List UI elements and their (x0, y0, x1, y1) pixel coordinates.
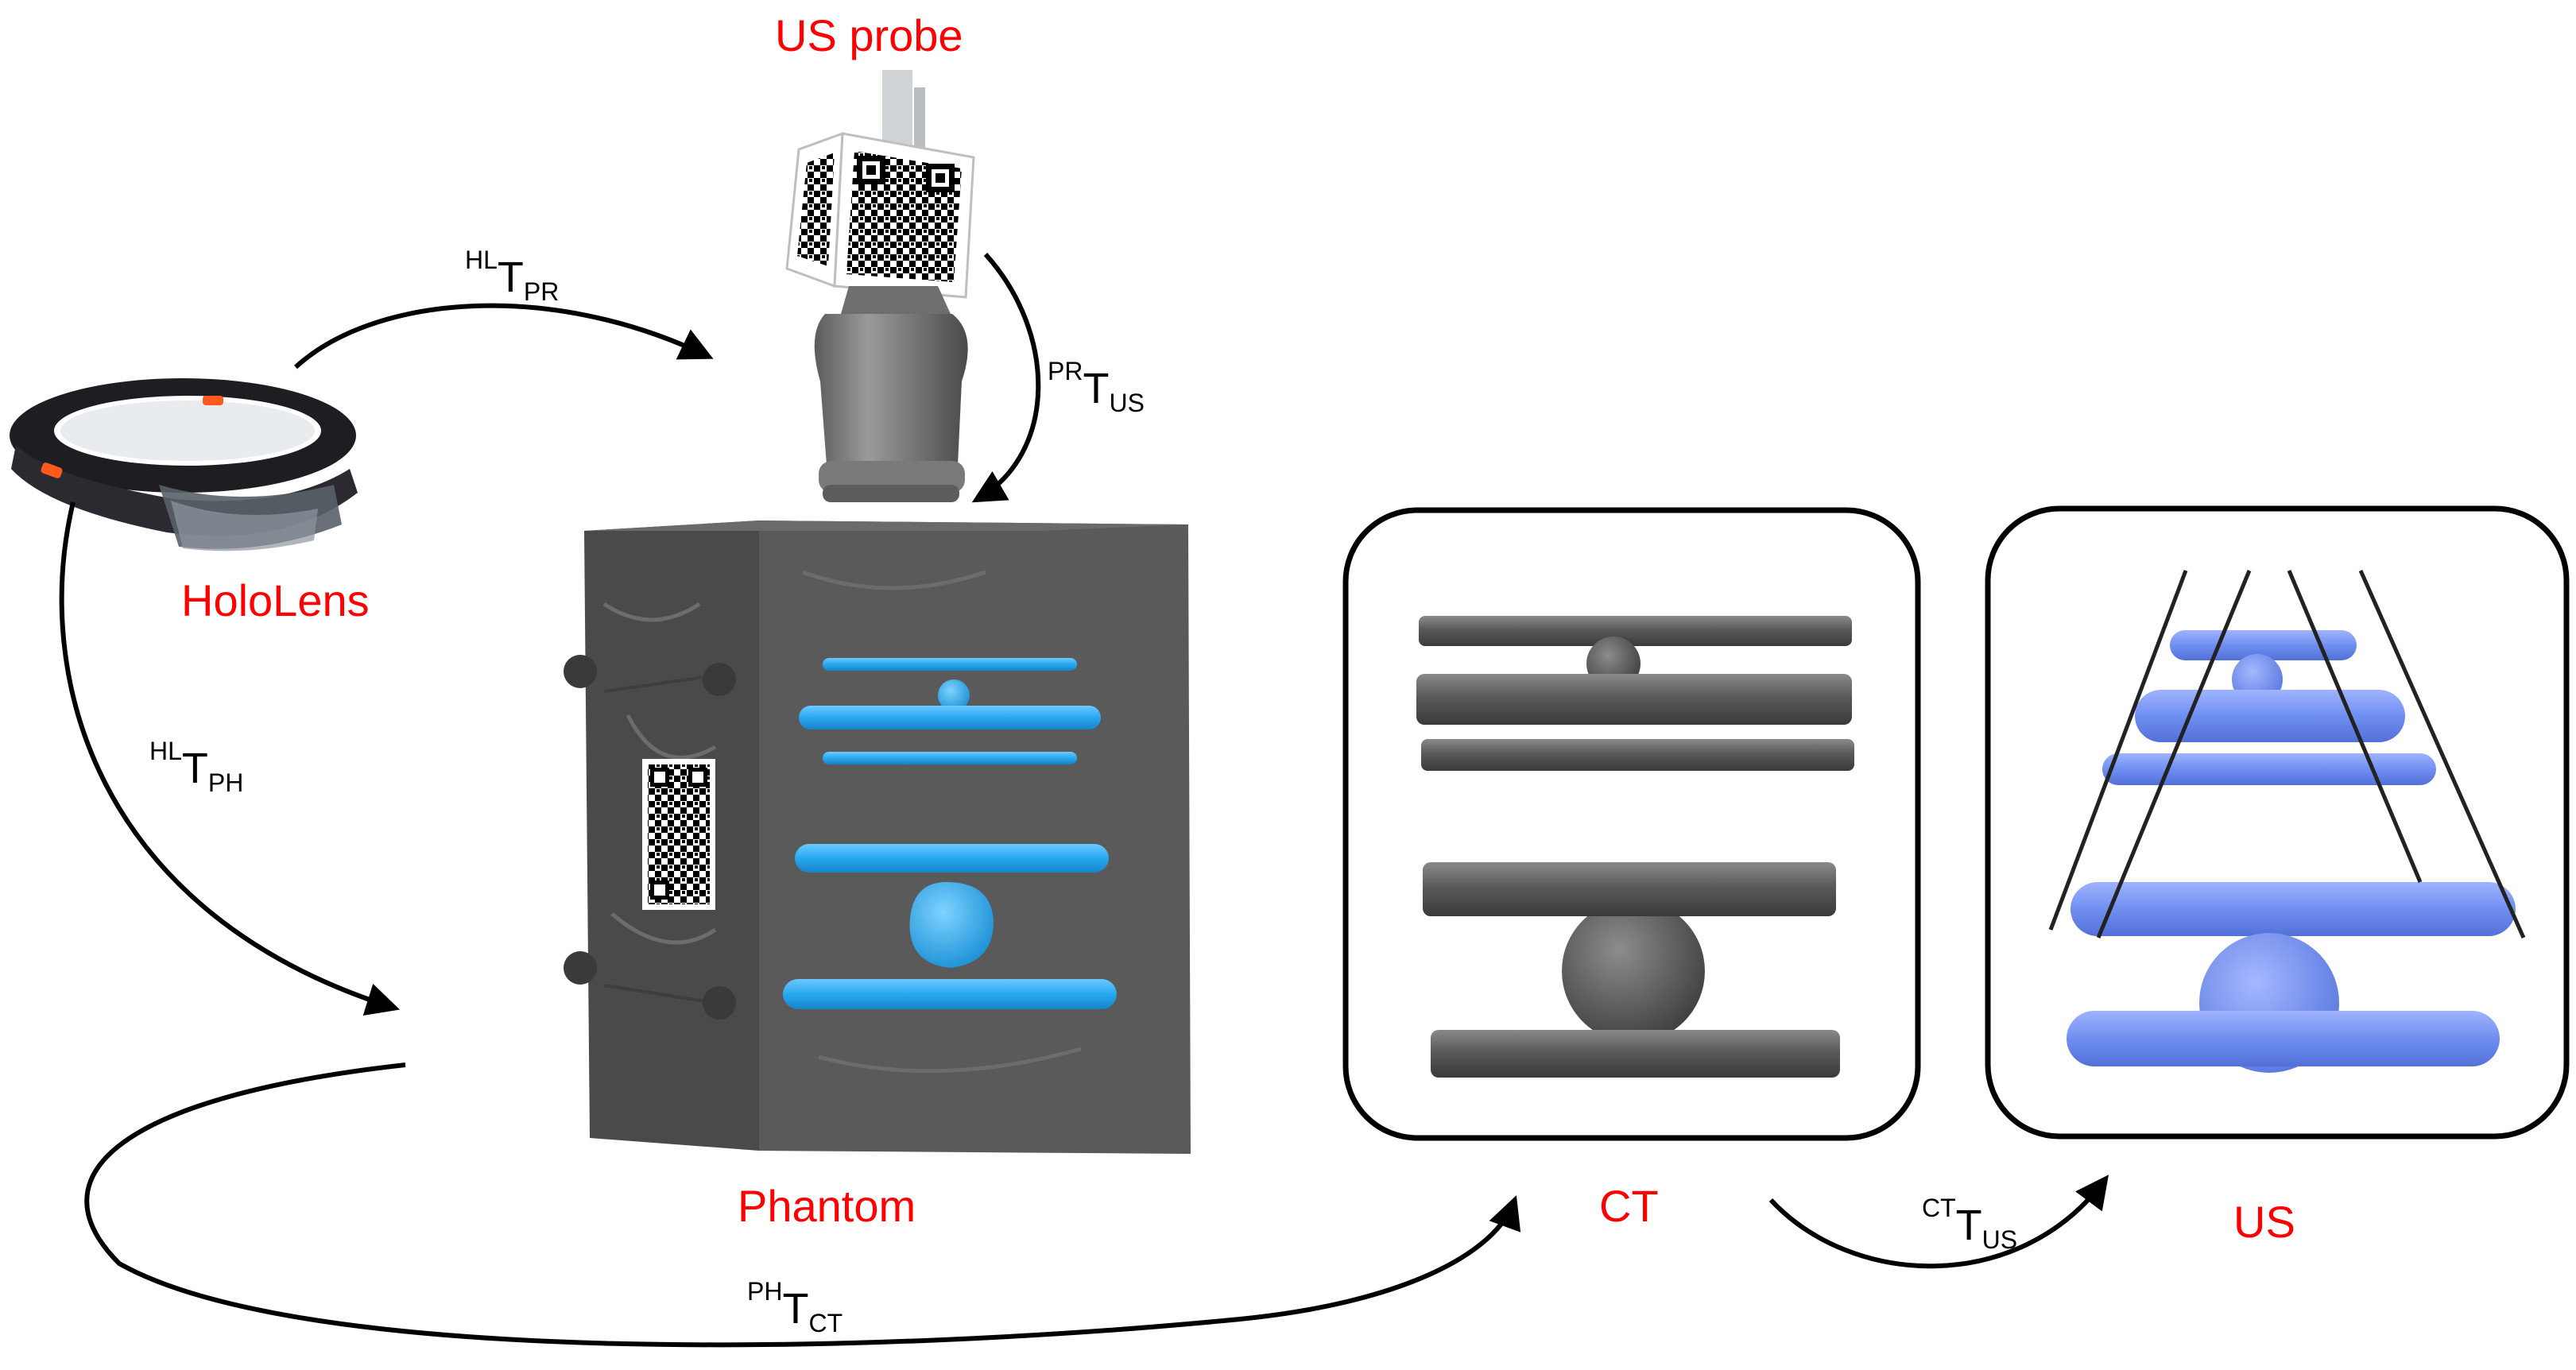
transform-pr-us: PRTUS (1048, 358, 1145, 416)
transform-ph-ct: PHTCT (747, 1279, 843, 1336)
us-label: US (2233, 1197, 2295, 1247)
arrow-hl-to-phantom (59, 501, 401, 1016)
ct-panel (1342, 507, 1921, 1141)
transform-subscript: PR (523, 277, 560, 307)
transform-subscript: US (1109, 389, 1145, 418)
transform-ct-us: CTTUS (1922, 1195, 2017, 1252)
ct-label: CT (1599, 1181, 1659, 1231)
transform-hl-ph: HLTPH (149, 738, 243, 795)
ct-model-icon (1416, 616, 1854, 1078)
transform-superscript: HL (149, 737, 182, 766)
transform-superscript: CT (1922, 1194, 1956, 1223)
transform-base: T (1955, 1202, 1982, 1249)
hololens-label: HoloLens (181, 575, 370, 625)
qr-marker-icon (785, 131, 975, 299)
transform-subscript: CT (808, 1309, 843, 1338)
arrow-probe-to-us (971, 252, 1041, 503)
hololens-headset-icon (10, 378, 358, 551)
transform-superscript: PH (747, 1277, 783, 1306)
transform-superscript: PR (1048, 357, 1083, 386)
transform-base: T (497, 253, 524, 301)
transform-subscript: US (1981, 1225, 2018, 1255)
phantom-label: Phantom (738, 1181, 916, 1231)
arrow-phantom-to-ct (84, 1062, 1521, 1348)
transform-subscript: PH (207, 768, 244, 798)
phantom-block-icon (564, 521, 1191, 1154)
us-model-icon (2048, 569, 2526, 1073)
qr-marker-icon (642, 759, 715, 910)
transform-hl-pr: HLTPR (465, 247, 559, 304)
us-panel (1985, 505, 2570, 1140)
arrow-hl-to-probe (293, 303, 714, 370)
transform-base: T (181, 745, 208, 792)
us-probe-label: US probe (775, 10, 963, 60)
us-probe-icon (785, 70, 975, 502)
transform-base: T (782, 1285, 809, 1333)
transform-base: T (1083, 365, 1110, 412)
transform-superscript: HL (465, 246, 498, 275)
arrow-ct-to-us (1768, 1175, 2109, 1269)
